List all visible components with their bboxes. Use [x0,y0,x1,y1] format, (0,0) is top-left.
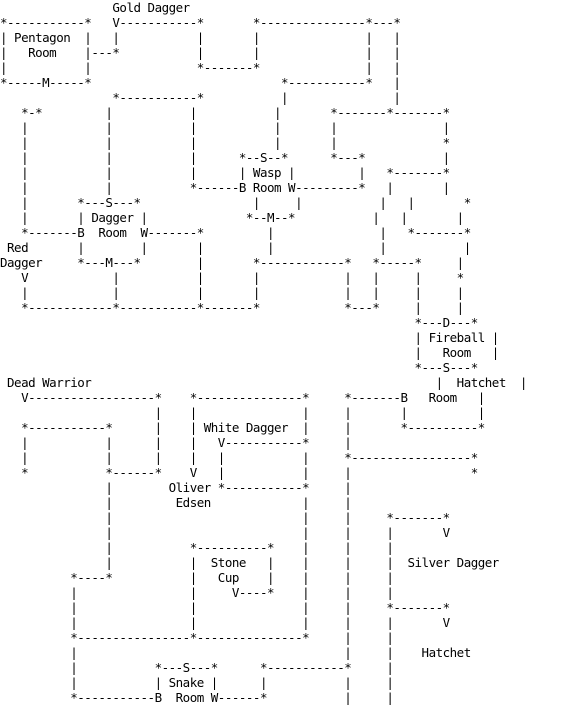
map-line: Red | | | | | | [0,240,471,255]
map-line: | | Stone | | | | Silver Dagger [0,555,499,570]
map-line: Gold Dagger [0,0,190,15]
map-line: | Room | [0,345,500,360]
map-line: | Oliver *-----------* | [0,480,352,495]
map-line: *-----------* V-----------* *-----------… [0,15,401,30]
map-line: | Pentagon | | | | | | [0,30,401,45]
map-line: | | V----* | | | [0,585,394,600]
map-line: | | *------B Room W---------* | | [0,180,450,195]
map-line: | | Snake | | | | [0,675,394,690]
map-line: | | | | *-------* [0,600,450,615]
map-line: | | | | V [0,525,450,540]
map-line: | | | *--S--* *---* | [0,150,450,165]
map-line: | | | *-------* [0,510,450,525]
map-line: *---D---* [0,315,479,330]
map-line: | *---S---* *-----------* | [0,660,394,675]
map-line: V------------------* *---------------* *… [0,390,485,405]
map-line: *-----------B Room W------* | | [0,690,394,705]
map-line: *----* | Cup | | | | [0,570,394,585]
map-line: | *----------* | | | [0,540,394,555]
map-line: | | | | | | | | [0,285,464,300]
map-line: V | | | | | | * [0,270,464,285]
map-line: | | | | | * [0,135,450,150]
map-line: | | *-------* | | [0,60,401,75]
map-line: *----------------*---------------* | | [0,630,394,645]
map-line: *-------B Room W-------* | | *-------* [0,225,471,240]
map-line: Dagger *---M---* | *------------* *-----… [0,255,464,270]
map-line: *-----------* | | White Dagger | | *----… [0,420,485,435]
map-line: * *------* V | | | * [0,465,478,480]
map-line: *-----M-----* *-----------* | [0,75,401,90]
map-line: | | | | | V [0,615,450,630]
map-line: | | | Hatchet [0,645,471,660]
map-line: | | | | V-----------* | [0,435,352,450]
map-line: | | | | | | *-----------------* [0,450,478,465]
map-line: | | | | | | [0,120,450,135]
map-line: | *---S---* | | | | * [0,195,471,210]
map-line: | Edsen | | [0,495,352,510]
map-line: | Room |---* | | | | [0,45,401,60]
map-line: | | Dagger | *--M--* | | | [0,210,464,225]
map-line: *-* | | | *-------*-------* [0,105,450,120]
map-text: Gold Dagger *-----------* V-----------* … [0,0,527,705]
map-line: Dead Warrior | Hatchet | [0,375,527,390]
map-line: *-----------* | | [0,90,401,105]
map-line: *------------*-----------*-------* *---*… [0,300,464,315]
map-line: *---S---* [0,360,479,375]
map-line: | | | | Wasp | | *-------* [0,165,450,180]
map-line: | Fireball | [0,330,500,345]
map-line: | | | | | | [0,405,486,420]
